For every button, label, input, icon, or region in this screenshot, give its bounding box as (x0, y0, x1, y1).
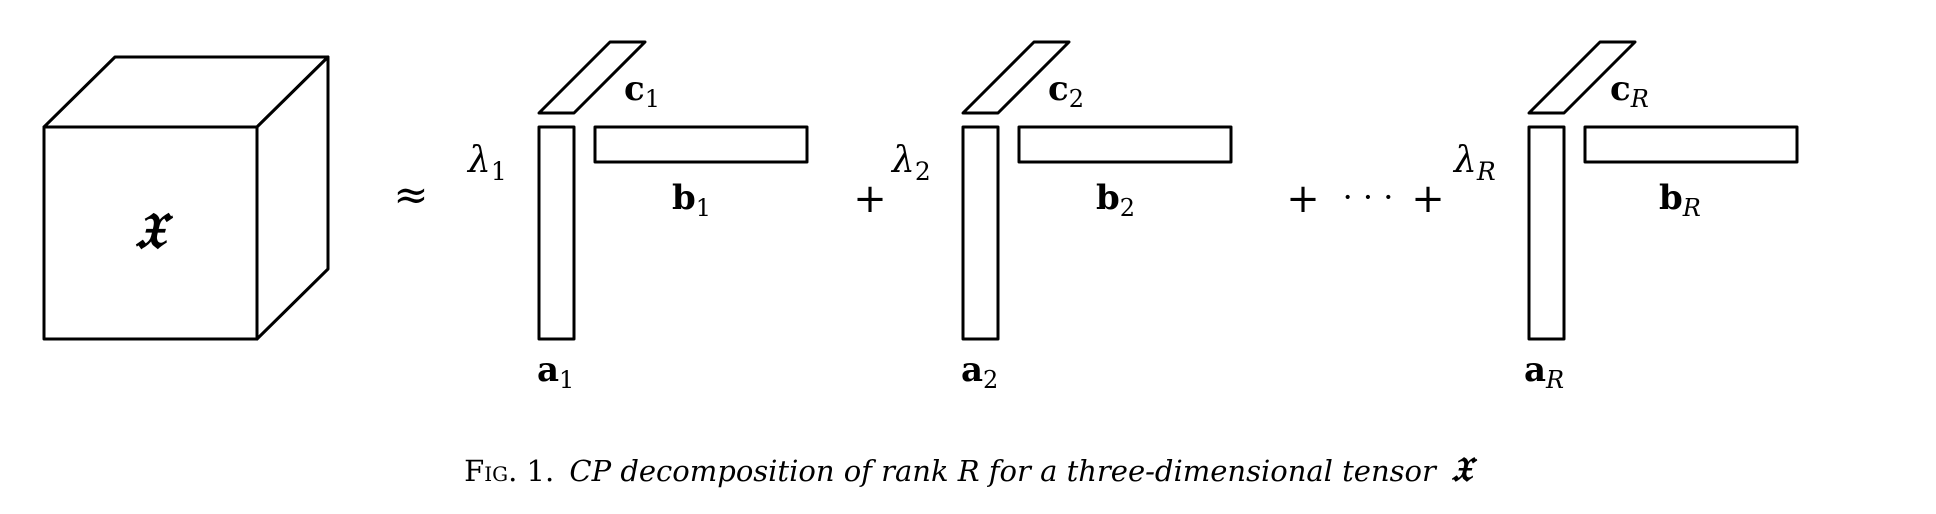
vector-a-r-bar (1527, 125, 1566, 341)
cube-side-face (255, 55, 330, 341)
rank-one-component-1: λ1 c1 b1 a1 (466, 40, 809, 394)
caption-text: CP decomposition of rank R for a three-d… (569, 454, 1438, 488)
lambda-2-label: λ2 (890, 140, 931, 186)
caption-prefix: Fig. 1. (464, 454, 554, 488)
rank-one-component-2: λ2 c2 b2 a2 (890, 40, 1233, 394)
vector-b-r-label: bR (1659, 178, 1701, 222)
tensor-cube: 𝔛 (42, 55, 330, 341)
vector-c-r-bar (1527, 40, 1637, 115)
vector-a-1-bar (537, 125, 576, 341)
vector-a-r-label: aR (1524, 350, 1564, 394)
vector-b-1-label: b1 (672, 178, 711, 222)
plus-operator-3: + (1411, 176, 1445, 222)
vector-a-2-label: a2 (961, 350, 998, 394)
vector-a-2-bar (961, 125, 1000, 341)
approx-symbol: ≈ (393, 170, 428, 219)
vector-a-1-label: a1 (537, 350, 574, 394)
vector-c-1-label: c1 (624, 69, 660, 113)
vector-c-r-label: cR (1610, 69, 1649, 113)
lambda-r-label: λR (1452, 140, 1496, 186)
vector-c-2-bar (961, 40, 1071, 115)
vector-b-2-label: b2 (1096, 178, 1135, 222)
figure-caption: Fig. 1. CP decomposition of rank R for a… (464, 450, 1478, 490)
caption-tensor-symbol: 𝔛 (1451, 450, 1478, 490)
vector-b-2-bar (1017, 125, 1233, 164)
lambda-1-label: λ1 (466, 140, 507, 186)
plus-operator-2: + (1286, 176, 1320, 222)
vector-c-1-bar (537, 40, 647, 115)
vector-b-r-bar (1583, 125, 1799, 164)
plus-operator-1: + (853, 176, 887, 222)
vector-c-2-label: c2 (1048, 69, 1084, 113)
rank-one-component-r: λR cR bR aR (1452, 40, 1799, 394)
ellipsis: · · · (1343, 178, 1394, 216)
vector-b-1-bar (593, 125, 809, 164)
